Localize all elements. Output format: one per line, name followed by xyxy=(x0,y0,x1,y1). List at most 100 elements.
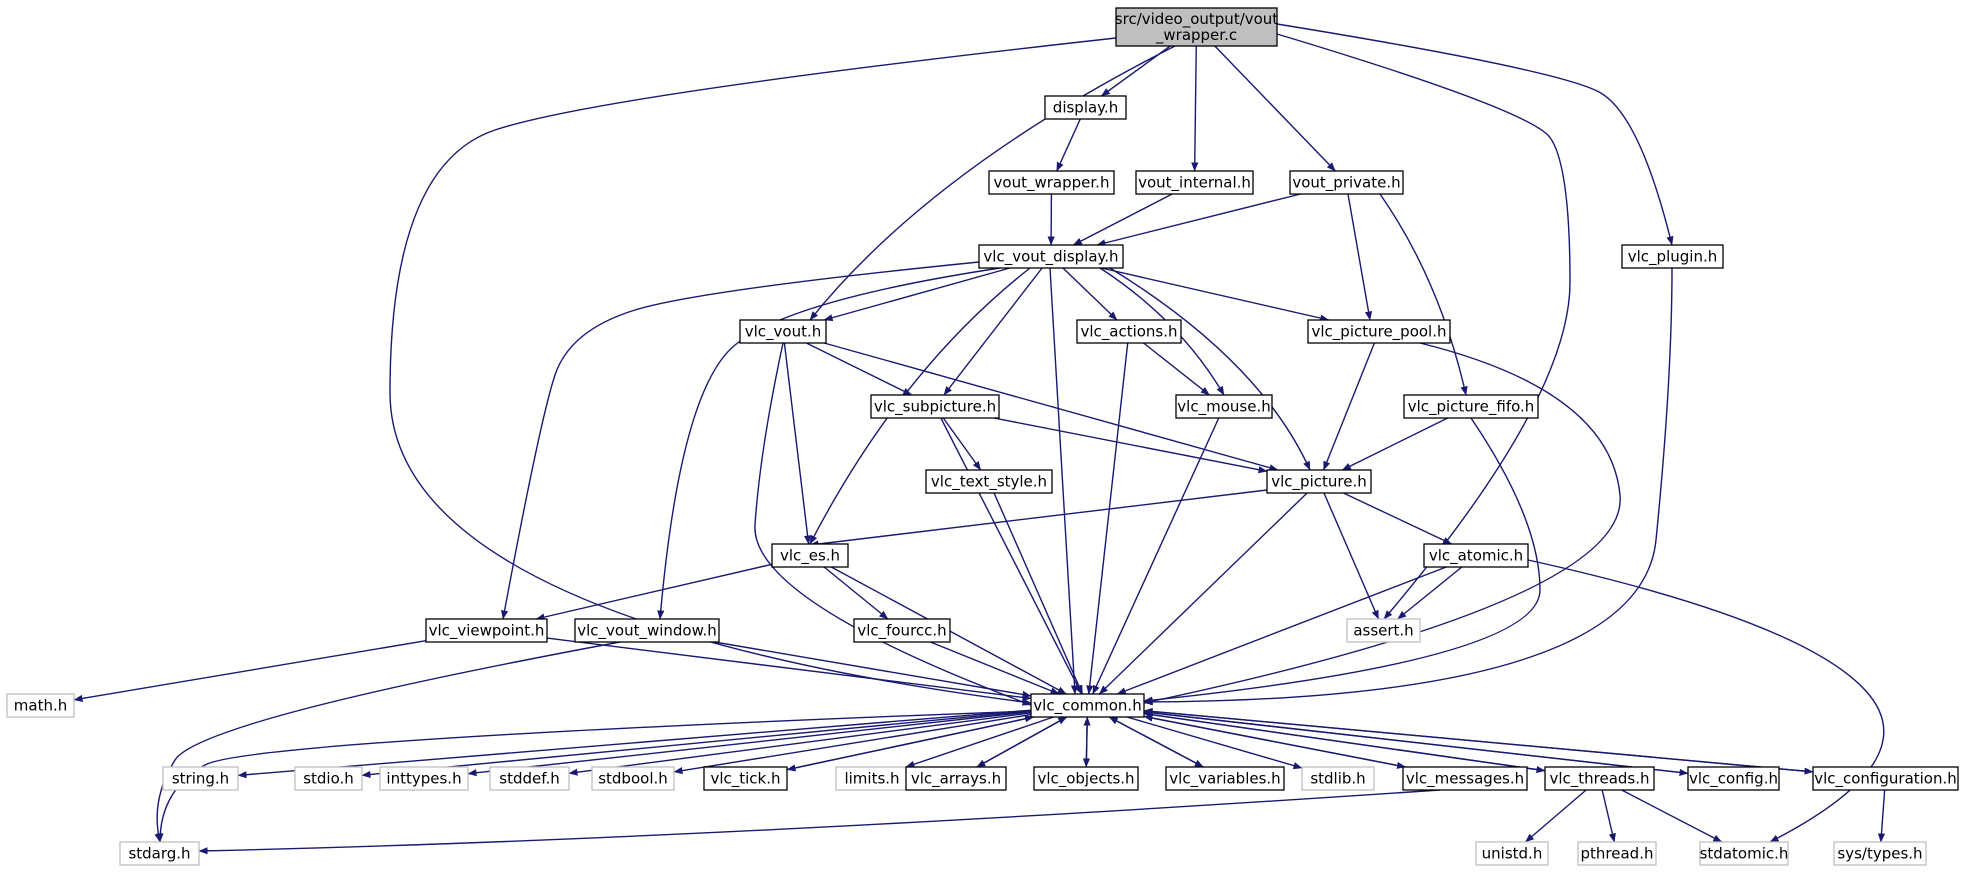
node-vlc-vout-window-h[interactable]: vlc_vout_window.h xyxy=(574,618,720,643)
edge-vlc_arrays_h-to-vlc_common_h xyxy=(976,716,1068,768)
node-box xyxy=(771,543,849,568)
edge-vlc_objects_h-to-vlc_common_h xyxy=(1083,716,1091,768)
node-box xyxy=(1687,766,1780,791)
edge-vlc_atomic_h-to-vlc_common_h xyxy=(1116,566,1447,695)
node-vlc-viewpoint-h[interactable]: vlc_viewpoint.h xyxy=(425,618,548,643)
node-box xyxy=(489,766,570,791)
node-box xyxy=(853,618,951,643)
node-label: vout_private.h xyxy=(1292,174,1400,193)
node-label: sys/types.h xyxy=(1837,845,1922,863)
edge-vout_private_h-to-vlc_vout_display_h xyxy=(1096,193,1301,247)
node-vlc-vout-h[interactable]: vlc_vout.h xyxy=(739,319,827,344)
node-stdbool-h: stdbool.h xyxy=(591,766,675,791)
node-box xyxy=(1577,841,1657,866)
node-vlc-messages-h[interactable]: vlc_messages.h xyxy=(1402,766,1528,791)
node-vlc-actions-h[interactable]: vlc_actions.h xyxy=(1076,319,1182,344)
edge-vlc_vout_display_h-to-vlc_subpicture_h xyxy=(943,267,1043,396)
node-vlc-tick-h[interactable]: vlc_tick.h xyxy=(703,766,788,791)
edge-vlc_common_h-to-limits_h xyxy=(905,716,1054,768)
node-label: vlc_atomic.h xyxy=(1429,547,1523,566)
node-vlc-mouse-h[interactable]: vlc_mouse.h xyxy=(1175,394,1273,419)
node-vout-wrapper-h[interactable]: vout_wrapper.h xyxy=(988,170,1115,195)
edge-vlc_subpicture_h-to-vlc_common_h xyxy=(940,417,1083,695)
node-vout-internal-h[interactable]: vout_internal.h xyxy=(1135,170,1254,195)
node-label: assert.h xyxy=(1353,622,1413,640)
node-label: vlc_fourcc.h xyxy=(857,622,946,641)
node-box xyxy=(1403,394,1539,419)
node-label: vout_wrapper.h xyxy=(994,174,1110,193)
node-root[interactable]: src/video_output/vout_wrapper.c xyxy=(1115,7,1279,47)
node-box xyxy=(1402,766,1528,791)
node-inttypes-h: inttypes.h xyxy=(379,766,469,791)
node-vlc-picture-h[interactable]: vlc_picture.h xyxy=(1266,469,1372,494)
node-box xyxy=(1266,469,1372,494)
node-label: vlc_variables.h xyxy=(1169,770,1280,789)
edge-vlc_vout_h-to-vlc_common_h xyxy=(754,342,1032,706)
node-sys-types-h: sys/types.h xyxy=(1833,841,1927,866)
node-vlc-es-h[interactable]: vlc_es.h xyxy=(771,543,849,568)
edge-vlc_es_h-to-vlc_fourcc_h xyxy=(823,566,889,620)
node-label: vlc_actions.h xyxy=(1080,323,1177,342)
node-vlc-arrays-h[interactable]: vlc_arrays.h xyxy=(905,766,1007,791)
edge-vlc_vout_display_h-to-vlc_picture_h xyxy=(1109,267,1311,471)
node-label: unistd.h xyxy=(1482,845,1543,863)
node-box xyxy=(1044,95,1127,120)
edge-vlc_common_h-to-inttypes_h xyxy=(467,711,1032,777)
node-vlc-picture-pool-h[interactable]: vlc_picture_pool.h xyxy=(1307,319,1451,344)
node-box xyxy=(739,319,827,344)
node-vlc-text-style-h[interactable]: vlc_text_style.h xyxy=(925,469,1053,494)
edge-vlc_threads_h-to-stdatomic_h xyxy=(1621,789,1723,843)
node-label: vlc_objects.h xyxy=(1037,770,1134,789)
node-vlc-picture-fifo-h[interactable]: vlc_picture_fifo.h xyxy=(1403,394,1539,419)
node-vlc-subpicture-h[interactable]: vlc_subpicture.h xyxy=(870,394,1000,419)
edge-vlc_vout_display_h-to-vlc_viewpoint_h xyxy=(501,261,980,620)
node-vlc-atomic-h[interactable]: vlc_atomic.h xyxy=(1423,543,1529,568)
node-box xyxy=(988,170,1115,195)
edge-vlc_common_h-to-stdbool_h xyxy=(673,713,1032,775)
edge-vlc_common_h-to-stdlib_h xyxy=(1126,716,1303,770)
edge-root-to-vout_private_h xyxy=(1214,45,1336,172)
node-box xyxy=(1812,766,1959,791)
edge-vlc_threads_h-to-unistd_h xyxy=(1524,789,1587,843)
node-vlc-variables-h[interactable]: vlc_variables.h xyxy=(1165,766,1285,791)
edge-vlc_picture_h-to-vlc_es_h xyxy=(809,489,1268,548)
node-vlc-config-h[interactable]: vlc_config.h xyxy=(1687,766,1780,791)
node-box xyxy=(574,618,720,643)
edge-vlc_subpicture_h-to-vlc_text_style_h xyxy=(942,417,982,471)
node-vout-private-h[interactable]: vout_private.h xyxy=(1289,170,1404,195)
node-label: string.h xyxy=(172,770,229,788)
node-box xyxy=(1423,543,1529,568)
node-vlc-objects-h[interactable]: vlc_objects.h xyxy=(1033,766,1139,791)
edge-vlc_common_h-to-stdio_h xyxy=(361,710,1032,779)
edge-vlc_vout_h-to-vlc_subpicture_h xyxy=(805,342,913,396)
node-label: display.h xyxy=(1053,99,1118,117)
node-vlc-fourcc-h[interactable]: vlc_fourcc.h xyxy=(853,618,951,643)
node-box xyxy=(1833,841,1927,866)
node-label: vlc_vout_display.h xyxy=(983,248,1118,267)
edge-root-to-vlc_common_h xyxy=(389,37,1117,706)
edge-vlc_text_style_h-to-vlc_common_h xyxy=(993,492,1084,695)
edge-vlc_tick_h-to-vlc_common_h xyxy=(786,715,1035,771)
node-vlc-threads-h[interactable]: vlc_threads.h xyxy=(1544,766,1655,791)
edge-vlc_atomic_h-to-stdatomic_h xyxy=(1527,559,1885,843)
edge-vlc_picture_h-to-vlc_common_h xyxy=(1098,492,1308,695)
node-label: vlc_messages.h xyxy=(1406,770,1524,789)
node-label: vlc_configuration.h xyxy=(1814,770,1957,789)
node-vlc-configuration-h[interactable]: vlc_configuration.h xyxy=(1812,766,1959,791)
node-vlc-vout-display-h[interactable]: vlc_vout_display.h xyxy=(978,244,1124,269)
edge-vlc_common_h-to-string_h xyxy=(237,709,1032,779)
node-vlc-common-h[interactable]: vlc_common.h xyxy=(1030,693,1145,718)
node-label: vlc_threads.h xyxy=(1549,770,1649,789)
node-box xyxy=(1076,319,1182,344)
node-box xyxy=(1346,618,1421,643)
node-box xyxy=(1307,319,1451,344)
node-label: vlc_tick.h xyxy=(710,770,780,789)
node-vlc-plugin-h[interactable]: vlc_plugin.h xyxy=(1621,244,1724,269)
edge-vlc_vout_window_h-to-stdarg_h xyxy=(154,641,621,843)
node-box xyxy=(703,766,788,791)
node-display-h[interactable]: display.h xyxy=(1044,95,1127,120)
edge-vlc_picture_fifo_h-to-vlc_picture_h xyxy=(1341,417,1448,471)
node-label: stdbool.h xyxy=(598,770,668,788)
edge-vlc_vout_display_h-to-vlc_actions_h xyxy=(1062,267,1118,321)
